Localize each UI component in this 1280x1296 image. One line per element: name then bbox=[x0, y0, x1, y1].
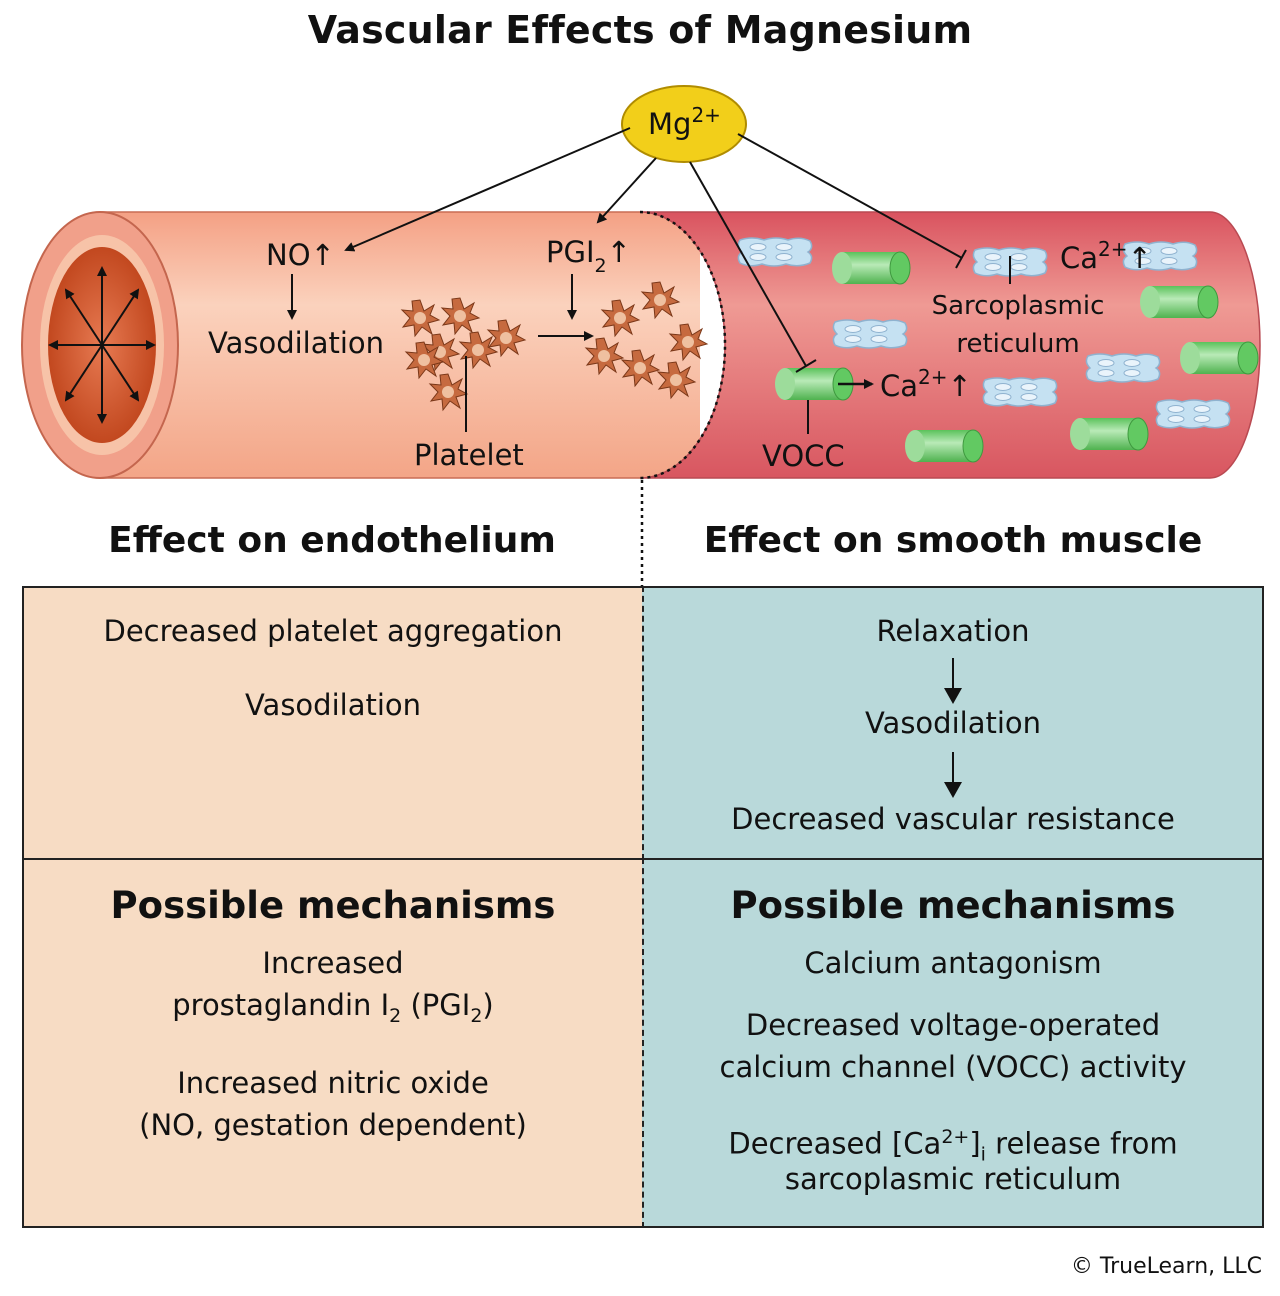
mg-inhibits-sr bbox=[737, 133, 963, 259]
mg-inhibits-vocc bbox=[689, 161, 807, 367]
mech-prostaglandin-i2: prostaglandin I2 (PGI2) bbox=[172, 988, 494, 1027]
effect-relaxation: Relaxation bbox=[876, 614, 1030, 648]
mech-ca-release: Decreased [Ca2+]i release from bbox=[728, 1126, 1178, 1166]
ca-sr-label: Ca bbox=[1060, 241, 1098, 275]
mech-increased-nitric-oxide: Increased nitric oxide bbox=[177, 1066, 489, 1100]
no-label: NO↑ bbox=[266, 238, 335, 272]
mg-label: Mg bbox=[648, 107, 691, 141]
svg-text:Mg2+: Mg2+ bbox=[648, 103, 721, 141]
mg-to-no-arrow bbox=[344, 127, 631, 252]
effect-vasodilation-sm: Vasodilation bbox=[864, 706, 1042, 740]
ca-vocc-label: Ca bbox=[880, 369, 918, 403]
effect-decreased-platelet-aggregation: Decreased platelet aggregation bbox=[103, 614, 563, 648]
figure-title: Vascular Effects of Magnesium bbox=[307, 8, 973, 52]
pgi-label: PGI bbox=[546, 235, 595, 269]
endothelium-mechanisms-panel: Possible mechanisms Increased prostaglan… bbox=[22, 858, 644, 1228]
mech-sr-line2: sarcoplasmic reticulum bbox=[784, 1162, 1122, 1196]
mech-vocc-line2: calcium channel (VOCC) activity bbox=[719, 1050, 1187, 1084]
mech-vocc-line1: Decreased voltage-operated bbox=[745, 1008, 1161, 1042]
copyright-notice: © TrueLearn, LLC bbox=[1070, 1254, 1262, 1279]
vocc-label: VOCC bbox=[762, 439, 845, 473]
radial-dilation-arrows bbox=[48, 266, 156, 424]
sr-label-line2: reticulum bbox=[956, 329, 1079, 359]
svg-text:PGI2↑: PGI2↑ bbox=[546, 235, 631, 277]
vasodilation-label: Vasodilation bbox=[208, 326, 384, 360]
section-divider bbox=[639, 210, 727, 480]
platelet-label: Platelet bbox=[414, 438, 524, 472]
mech-calcium-antagonism: Calcium antagonism bbox=[804, 946, 1102, 980]
effect-vasodilation: Vasodilation bbox=[244, 688, 422, 722]
effect-decreased-vascular-resistance: Decreased vascular resistance bbox=[731, 802, 1175, 836]
smooth-muscle-mechanisms-title: Possible mechanisms bbox=[730, 884, 1176, 927]
svg-text:Ca2+↑: Ca2+↑ bbox=[880, 365, 972, 403]
magnesium-ion-icon bbox=[621, 85, 747, 163]
svg-text:Ca2+↑: Ca2+↑ bbox=[1060, 237, 1152, 275]
vessel-diagram: Mg2+ NO↑ Vasodilation PGI2↑ Platelet Ca2… bbox=[21, 85, 1261, 586]
smooth-muscle-heading: Effect on smooth muscle bbox=[703, 520, 1203, 561]
mg-to-pgi-arrow bbox=[596, 157, 657, 224]
endothelium-effects-panel: Decreased platelet aggregation Vasodilat… bbox=[22, 586, 644, 860]
endothelium-heading: Effect on endothelium bbox=[108, 520, 556, 561]
mech-no-gestation: (NO, gestation dependent) bbox=[139, 1108, 527, 1142]
mech-increased: Increased bbox=[262, 946, 404, 980]
endothelium-mechanisms-title: Possible mechanisms bbox=[110, 884, 556, 927]
mg-charge: 2+ bbox=[691, 103, 720, 127]
smooth-muscle-effects-panel: Relaxation Vasodilation Decreased vascul… bbox=[642, 586, 1264, 860]
sr-label-line1: Sarcoplasmic bbox=[932, 291, 1105, 321]
smooth-muscle-mechanisms-panel: Possible mechanisms Calcium antagonism D… bbox=[642, 858, 1264, 1228]
